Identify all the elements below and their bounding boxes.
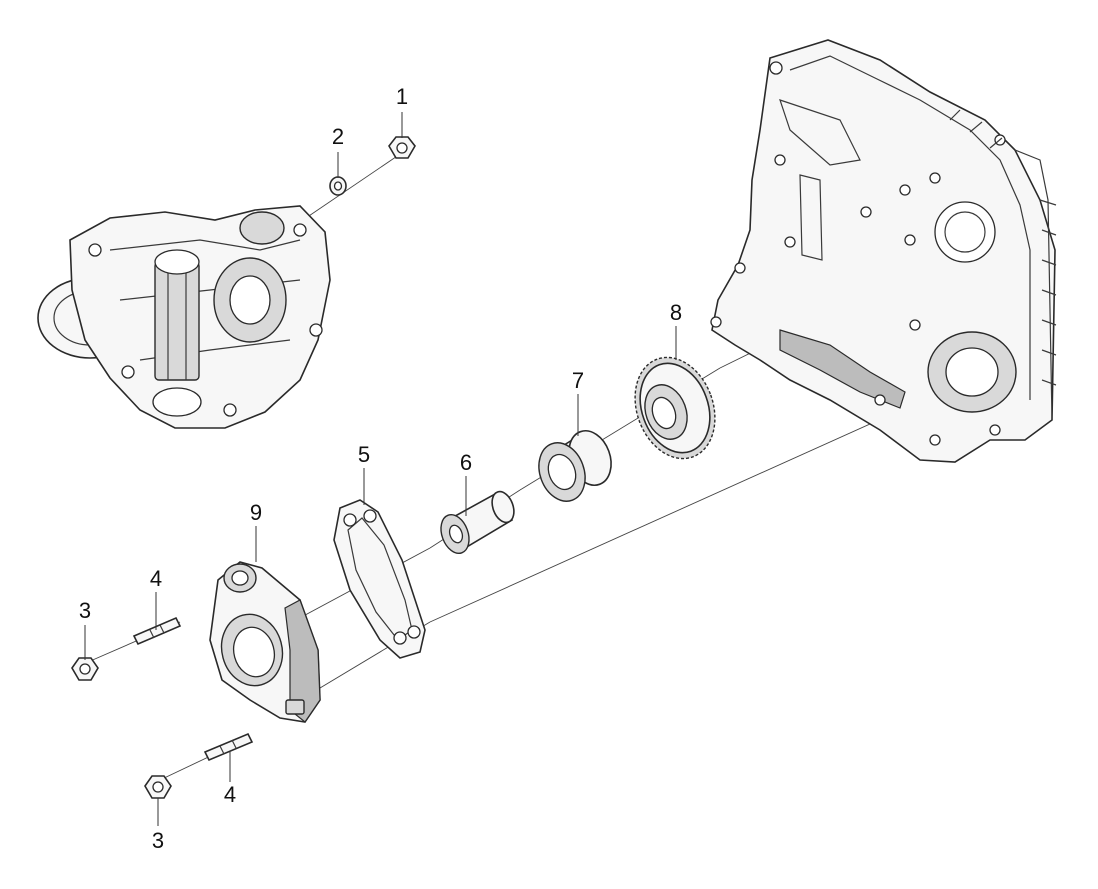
callout-3-upper: 3 [79,598,91,623]
housing-ribs [949,109,1057,386]
callout-4-upper: 4 [150,566,162,591]
callout-6: 6 [460,450,472,475]
callout-3-lower: 3 [152,828,164,853]
part-4-stud-upper [132,616,182,646]
part-4-stud-lower [203,732,254,762]
callout-9: 9 [250,500,262,525]
part-3-nut-upper [71,657,99,681]
callout-4-lower: 4 [224,782,236,807]
part-2-washer [329,176,347,196]
callout-labels: 1 2 3 3 4 4 5 6 7 8 9 [79,84,682,853]
callout-leaders [84,112,677,826]
part-8-gear [634,356,716,460]
hydraulic-pump-assembly [37,205,331,429]
part-5-gasket [333,499,426,659]
part-6-bushing [440,490,515,555]
part-9-flange-cover [209,561,321,723]
callout-7: 7 [572,368,584,393]
part-7-bearing [538,430,612,502]
part-3-nut-lower [144,775,172,799]
callout-1: 1 [396,84,408,109]
housing-bolt-holes [710,61,1006,446]
callout-8: 8 [670,300,682,325]
callout-2: 2 [332,124,344,149]
part-1-nut [388,136,416,159]
callout-5: 5 [358,442,370,467]
timing-cover-housing [710,39,1057,463]
